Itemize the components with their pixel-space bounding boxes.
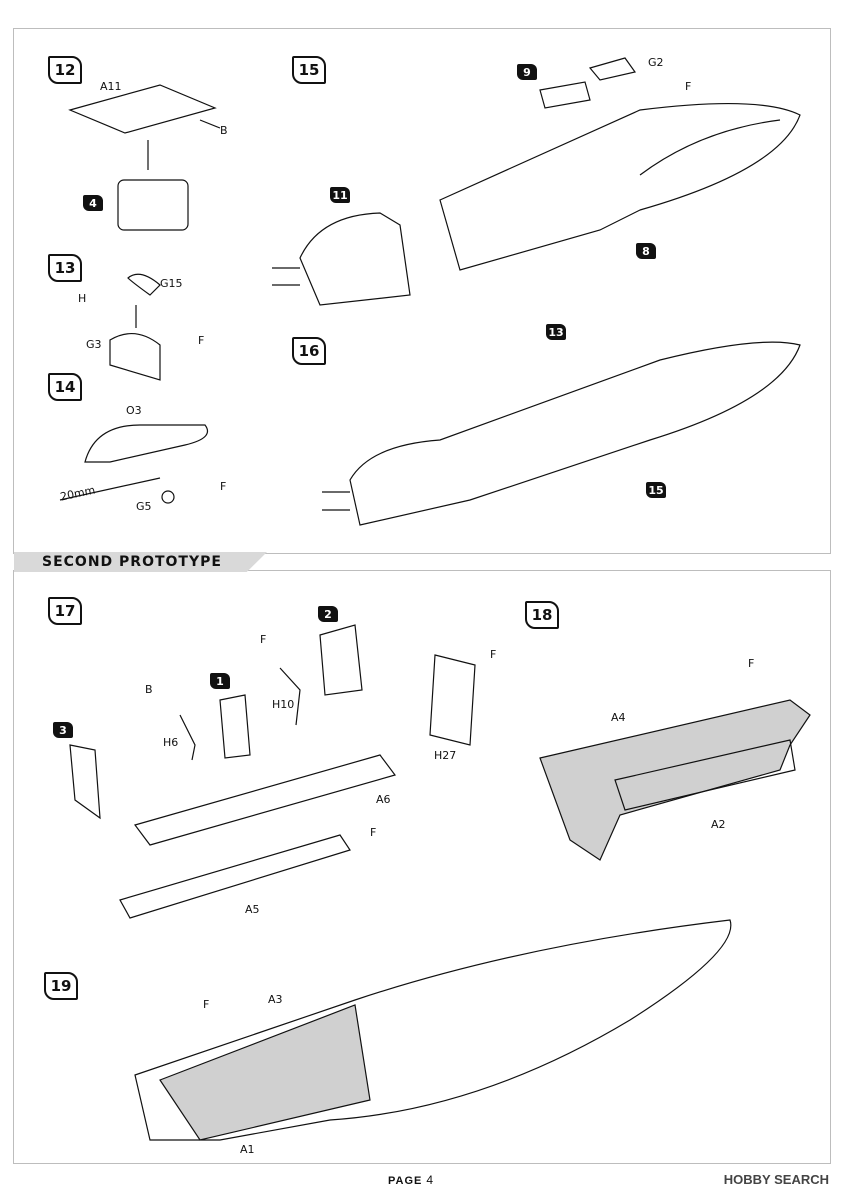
fuselage-front-drawing: [439, 103, 801, 271]
paint-callout-h-g15: H: [78, 292, 87, 305]
canopy-o3-drawing: [84, 424, 209, 463]
part-g5-drawing: [161, 490, 175, 504]
subassembly-15-ref: 15: [646, 482, 666, 498]
fuselage-half-drawing: [134, 919, 732, 1141]
subassembly-11-ref: 11: [330, 187, 350, 203]
page-label: PAGE: [388, 1175, 423, 1187]
step-13-badge: 13: [48, 254, 82, 282]
step-12-badge: 12: [48, 56, 82, 84]
part-label-h10: H10: [272, 698, 295, 711]
part-g15-drawing: [127, 273, 161, 296]
paint-callout-f-g3: F: [198, 334, 205, 347]
paint-callout-b-a11: B: [220, 124, 228, 137]
subassembly-3-ref: 3: [53, 722, 73, 738]
cockpit-tub-a6-drawing: [133, 754, 397, 846]
watermark: HOBBY SEARCH: [723, 1172, 829, 1187]
paint-callout-f-a3: F: [203, 998, 210, 1011]
step-16-badge: 16: [292, 337, 326, 365]
instrument-panel-4-drawing: [117, 179, 189, 231]
paint-callout-f-a6: F: [370, 826, 377, 839]
subassembly-2-ref: 2: [318, 606, 338, 622]
section-banner: [14, 552, 267, 572]
bottom-panel-frame: [13, 570, 831, 1164]
part-9-drawing: [539, 81, 591, 109]
part-label-o3: O3: [126, 404, 142, 417]
panel-a11-drawing: [68, 84, 217, 134]
part-label-a3: A3: [268, 993, 283, 1006]
console-a2-drawing: [614, 739, 796, 811]
part-label-h6: H6: [163, 736, 179, 749]
subassembly-13-ref: 13: [546, 324, 566, 340]
part-h6-drawing: [179, 714, 196, 761]
subassembly-4-ref: 4: [83, 195, 103, 211]
part-label-g15: G15: [160, 277, 183, 290]
part-g3-drawing: [109, 333, 161, 381]
part-label-a1: A1: [240, 1143, 255, 1156]
part-3-drawing: [69, 744, 101, 820]
floor-a5-drawing: [119, 834, 351, 919]
nose-cone-drawing: [299, 212, 411, 306]
paint-callout-f-g2: F: [685, 80, 692, 93]
part-label-a5: A5: [245, 903, 260, 916]
fuselage-assembled-drawing: [349, 341, 801, 526]
seat-1-drawing: [219, 694, 251, 759]
part-label-g2: G2: [648, 56, 664, 69]
subassembly-8-ref: 8: [636, 243, 656, 259]
part-label-a11: A11: [100, 80, 122, 93]
step-14-badge: 14: [48, 373, 82, 401]
paint-callout-f-h10: F: [260, 633, 267, 646]
part-label-g5: G5: [136, 500, 152, 513]
part-label-a6: A6: [376, 793, 391, 806]
top-panel-frame: [13, 28, 831, 554]
sidewall-a3-drawing: [159, 1004, 371, 1141]
subassembly-1-ref: 1: [210, 673, 230, 689]
part-label-g3: G3: [86, 338, 102, 351]
step-15-badge: 15: [292, 56, 326, 84]
paint-callout-f-h27: F: [490, 648, 497, 661]
part-g2-drawing: [588, 57, 637, 81]
seat-2-drawing: [319, 624, 363, 696]
subassembly-9-ref: 9: [517, 64, 537, 80]
part-h10-drawing: [279, 667, 301, 726]
step-19-badge: 19: [44, 972, 78, 1000]
step-18-badge: 18: [525, 601, 559, 629]
part-label-a2: A2: [711, 818, 726, 831]
part-label-h27: H27: [434, 749, 457, 762]
step-17-badge: 17: [48, 597, 82, 625]
page-number: 4: [426, 1173, 435, 1187]
paint-callout-b-h6: B: [145, 683, 153, 696]
panel-h27-drawing: [429, 654, 476, 746]
paint-callout-f-g5: F: [220, 480, 227, 493]
sidewall-a4-drawing: [539, 699, 811, 861]
part-label-a4: A4: [611, 711, 626, 724]
paint-callout-f-a4: F: [748, 657, 755, 670]
section-title: SECOND PROTOTYPE: [42, 554, 222, 570]
